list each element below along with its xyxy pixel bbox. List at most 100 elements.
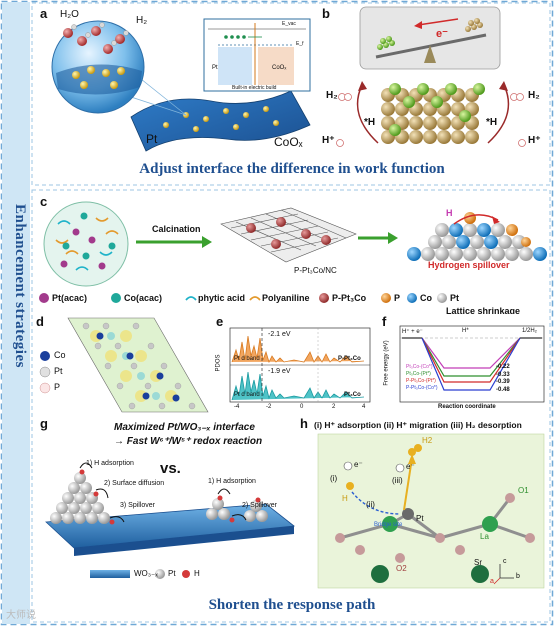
left-h-ads: *H [364, 117, 376, 128]
panel-a-illustration [51, 18, 311, 152]
inset-coox: CoOₓ [272, 65, 287, 71]
f-series-2-name: P-Pt₃Co-(Pt*) [406, 378, 436, 384]
watermark: 大师说 [6, 610, 36, 621]
panel-f-label: f [382, 316, 387, 329]
panel-f-plot [399, 325, 545, 403]
legend-d-p: P [54, 382, 61, 392]
sidebar: Enhancement strategies [2, 2, 30, 624]
h-label-sr: Sr [474, 558, 482, 567]
electron-label: e⁻ [436, 28, 448, 40]
panel-g: g Maximized Pt/WO₃₋ₓ interface → Fast W⁶… [36, 418, 298, 590]
panel-b: b e⁻ H₂ H₂ *H *H H⁺ H⁺ [318, 5, 548, 155]
h-label-o1: O1 [518, 486, 529, 495]
h-axis-a: a [490, 578, 494, 585]
coox-label: CoOₓ [274, 135, 303, 149]
h-label-e2: e⁻ [406, 462, 415, 471]
panel-c-illustration [39, 201, 547, 303]
section2-banner: Shorten the response path [208, 597, 376, 613]
g-legend-wo3: WO₃₋ₓ [134, 569, 158, 578]
panel-a-label: a [40, 6, 48, 21]
e-bottom-band: Pt d band [234, 392, 260, 398]
calcination-label: Calcination [152, 224, 201, 234]
e-tick-1: -2 [266, 404, 272, 410]
legend-phytic-acid: phytic acid [198, 293, 246, 303]
g-legend-h: H [194, 569, 200, 578]
panel-g-label: g [40, 418, 48, 431]
f-series-2-value: -0.39 [496, 379, 510, 385]
inset-pt: Pt [212, 65, 218, 71]
right-h-ads: *H [486, 117, 498, 128]
g-vs: vs. [160, 460, 181, 477]
legend-p: P [394, 293, 401, 303]
f-series-1-value: -0.33 [496, 372, 510, 378]
lattice-shrinkage-label: Lattice shrinkage [446, 306, 521, 314]
inset-field: Built-in electric build [232, 85, 277, 91]
panel-a: a H₂O H₂ Pt CoOₓ Built-in electric build… [36, 5, 314, 155]
panel-e-plot [229, 327, 371, 403]
h-label-la: La [480, 532, 489, 541]
h2-label: H₂ [136, 15, 148, 26]
f-state-0: H⁺ + e⁻ [402, 329, 423, 335]
panel-d-illustration [39, 317, 209, 413]
h-label-e1: e⁻ [354, 460, 363, 469]
panel-h-label: h [300, 418, 308, 431]
f-state-1: H* [462, 328, 469, 334]
panel-c-label: c [40, 194, 48, 209]
h-label-bridge: Bridge site [374, 522, 403, 528]
right-hplus: H⁺ [528, 135, 541, 146]
e-top-value: -2.1 eV [268, 331, 291, 338]
left-h2: H₂ [326, 90, 338, 101]
legend-pt-acac: Pt(acac) [52, 293, 88, 303]
panel-h: h (i) H⁺ adsorption (ii) H⁺ migration (i… [300, 418, 548, 590]
panel-h-illustration [317, 433, 545, 589]
f-xlabel: Reaction coordinate [438, 404, 496, 410]
sidebar-title: Enhancement strategies [12, 204, 28, 368]
legend-co: Co [420, 293, 432, 303]
inset-evac: E_vac [282, 21, 296, 27]
panel-f: f Free energy (eV) Reaction coordinate H… [378, 316, 548, 416]
e-bottom-sample: Pt₃Co [344, 392, 361, 398]
f-ylabel: Free energy (eV) [383, 340, 390, 386]
e-ylabel: PDOS [215, 354, 222, 372]
panel-d-label: d [36, 316, 44, 329]
h-label-pt: Pt [416, 514, 424, 523]
g-title-2: → Fast W⁶⁺/W⁵⁺ redox reaction [114, 436, 263, 447]
h-label-o2: O2 [396, 564, 407, 573]
inset-ef: E_f [296, 41, 304, 47]
panel-d: d Co Pt P [36, 316, 212, 416]
h-axis-b: b [516, 573, 520, 580]
e-tick-0: -4 [234, 404, 240, 410]
e-tick-2: 0 [300, 404, 304, 410]
f-series-0-name: Pt₃Co-(Co*) [406, 364, 433, 370]
pt-label: Pt [146, 132, 158, 146]
g-left-step-3: 3) Spillover [120, 502, 156, 509]
g-left-step-1: 1) H adsorption [86, 460, 134, 467]
panel-g-illustration [45, 462, 296, 579]
h-title: (i) H⁺ adsorption (ii) H⁺ migration (iii… [314, 420, 522, 430]
g-legend-pt: Pt [168, 569, 176, 578]
g-left-step-2: 2) Surface diffusion [104, 480, 165, 487]
e-bottom-value: -1.9 eV [268, 368, 291, 375]
e-top-band: Pt d band [234, 356, 260, 362]
spillover-label: Hydrogen spillover [428, 260, 510, 270]
f-series-0-value: -0.22 [496, 364, 510, 370]
panel-e-label: e [216, 316, 224, 329]
h-label-ii: (ii) [366, 500, 375, 509]
right-h2: H₂ [528, 90, 540, 101]
panel-e: e PDOS -2.1 eV Pt d band P-Pt₃Co -1.9 eV… [214, 316, 376, 416]
h-label-i: (i) [330, 474, 338, 483]
h-label-h2: H2 [422, 436, 433, 445]
e-top-sample: P-Pt₃Co [338, 356, 361, 362]
h-axis-c: c [503, 558, 507, 565]
e-tick-4: 4 [362, 404, 366, 410]
section1-banner: Adjust interface the difference in work … [139, 161, 445, 177]
legend-p-pt3co: P-Pt₃Co [332, 293, 367, 303]
e-tick-3: 2 [332, 404, 336, 410]
h-label-h: H [342, 494, 348, 503]
legend-polyaniline: Polyaniline [262, 293, 310, 303]
g-title-1: Maximized Pt/WO₃₋ₓ interface [114, 422, 255, 433]
panel-b-illustration [336, 6, 526, 147]
product-label: P-Pt₃Co/NC [294, 266, 337, 275]
